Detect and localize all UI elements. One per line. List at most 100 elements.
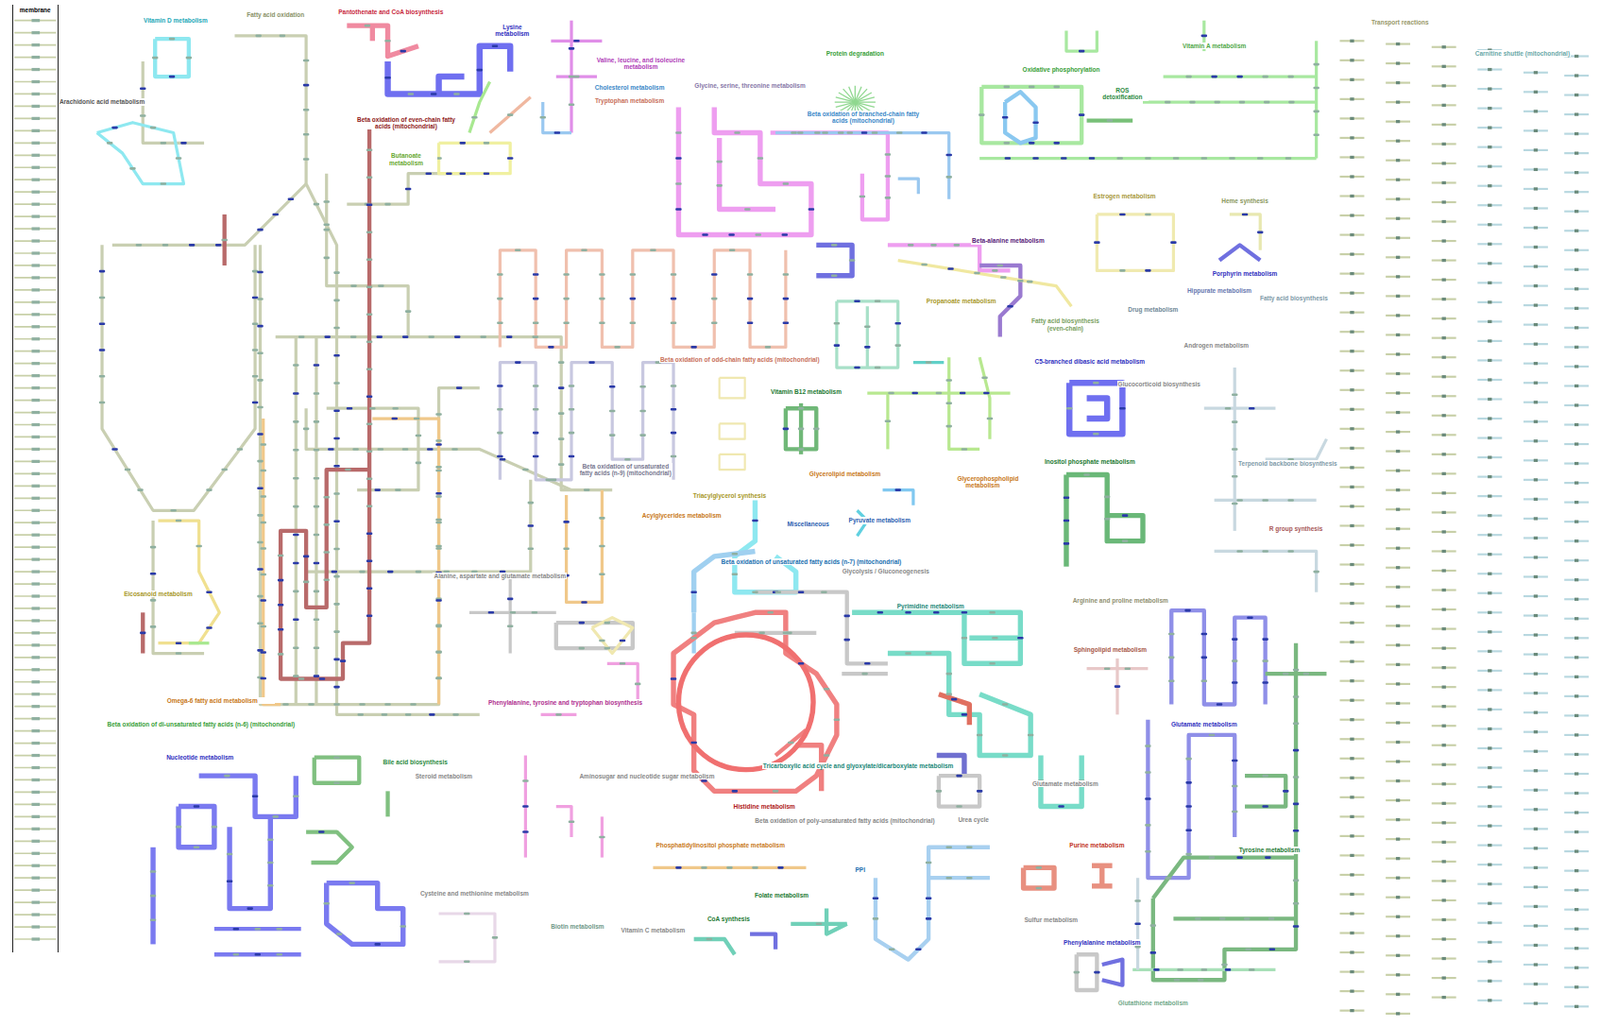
metabolite-mark <box>598 544 605 548</box>
metabolite-mark <box>99 296 105 300</box>
reaction-node <box>1487 940 1492 944</box>
metabolite-mark <box>358 570 365 574</box>
membrane-transport-line <box>14 839 56 842</box>
metabolite-mark <box>874 299 881 303</box>
metabolite-mark <box>1119 213 1125 217</box>
membrane-transport-line <box>14 827 56 830</box>
reaction-line <box>1340 544 1365 546</box>
transport-reaction <box>1564 849 1589 852</box>
reaction-node <box>1442 724 1447 728</box>
reaction-line <box>1477 417 1502 420</box>
reaction-node <box>1442 317 1447 321</box>
reaction-node <box>1349 931 1354 935</box>
metabolite-mark <box>1231 659 1238 663</box>
reaction-line <box>1523 924 1549 927</box>
reaction-line <box>1477 514 1502 517</box>
transport-reaction <box>1477 882 1502 886</box>
reaction-line <box>1564 384 1589 387</box>
reaction-line <box>1523 866 1549 869</box>
pathway-line <box>913 360 944 364</box>
pathway-line <box>541 713 578 716</box>
transport-reaction <box>1431 413 1457 417</box>
metabolite-mark <box>1293 721 1299 725</box>
reaction-node <box>1533 827 1538 831</box>
membrane-transport-node <box>31 374 40 377</box>
metabolite-mark <box>195 544 202 548</box>
reaction-node <box>1442 103 1447 107</box>
membrane-transport-line <box>14 130 56 133</box>
metabolite-mark <box>298 677 305 681</box>
transport-reaction <box>1385 915 1411 919</box>
reaction-line <box>1431 492 1457 494</box>
metabolite-mark <box>731 552 738 556</box>
metabolite-mark <box>747 297 753 301</box>
transport-reaction <box>1431 801 1457 805</box>
reaction-node <box>1533 90 1538 94</box>
reaction-line <box>1385 508 1411 511</box>
reaction-line <box>1564 345 1589 348</box>
reaction-line <box>1385 217 1411 220</box>
metabolite-mark <box>350 335 357 339</box>
metabolite-mark <box>1004 85 1010 89</box>
fan-spoke <box>835 102 856 107</box>
reaction-line <box>1385 973 1411 976</box>
metabolite-mark <box>415 570 422 574</box>
reaction-node <box>1574 868 1579 872</box>
reaction-node <box>1442 258 1447 262</box>
reaction-line <box>1385 139 1411 142</box>
transport-reaction <box>1564 616 1589 620</box>
reaction-node <box>1395 469 1400 473</box>
metabolite-mark <box>323 228 329 232</box>
metabolite-mark <box>1124 666 1131 670</box>
membrane-transport-line <box>14 582 56 585</box>
reaction-line <box>1564 675 1589 678</box>
reaction-node <box>1574 112 1579 116</box>
metabolite-mark <box>435 649 442 653</box>
metabolite-mark <box>562 520 569 524</box>
reaction-node <box>1395 720 1400 724</box>
metabolite-mark <box>435 650 442 654</box>
metabolite-mark <box>894 343 901 347</box>
reaction-node <box>1574 93 1579 97</box>
reaction-line <box>1477 494 1502 497</box>
metabolite-mark <box>1000 275 1006 279</box>
metabolite-mark <box>377 447 384 451</box>
metabolite-mark <box>259 546 266 550</box>
membrane-transport-node <box>31 447 40 451</box>
reaction-node <box>1349 272 1354 275</box>
metabolite-mark <box>790 131 797 135</box>
metabolite-mark <box>150 918 156 921</box>
metabolite-mark <box>279 34 286 38</box>
reaction-line <box>1523 827 1549 830</box>
metabolite-mark <box>629 297 636 301</box>
membrane-transport-node <box>31 459 40 463</box>
transport-reaction <box>1523 594 1549 597</box>
reaction-line <box>1564 791 1589 794</box>
reaction-line <box>1431 181 1457 184</box>
reaction-node <box>1349 1008 1354 1012</box>
membrane-transport-node <box>31 275 40 279</box>
membrane-transport-line <box>14 595 56 597</box>
pathway-name: Glutathione metabolism <box>1117 999 1190 1006</box>
metabolite-mark <box>358 702 365 706</box>
reaction-line <box>1340 815 1365 818</box>
pathway-line <box>981 86 1082 143</box>
reaction-node <box>1442 84 1447 87</box>
pathway-name: Beta oxidation of poly-unsaturated fatty… <box>753 817 936 824</box>
metabolite-mark <box>292 505 299 509</box>
metabolite-mark <box>670 677 677 681</box>
reaction-line <box>1523 653 1549 656</box>
metabolite-mark <box>1144 797 1151 800</box>
membrane-transport-node <box>31 423 40 426</box>
reaction-line <box>1431 433 1457 436</box>
reaction-node <box>1395 681 1400 685</box>
metabolite-mark <box>1063 495 1070 499</box>
transport-reaction <box>1523 827 1549 831</box>
reaction-line <box>1385 372 1411 375</box>
pathway-line <box>898 178 920 194</box>
metabolite-mark <box>366 531 373 535</box>
metabolite-mark <box>303 108 309 112</box>
pathway-line <box>866 306 869 368</box>
membrane-transport-node <box>31 729 40 732</box>
metabolite-mark <box>1027 733 1034 737</box>
